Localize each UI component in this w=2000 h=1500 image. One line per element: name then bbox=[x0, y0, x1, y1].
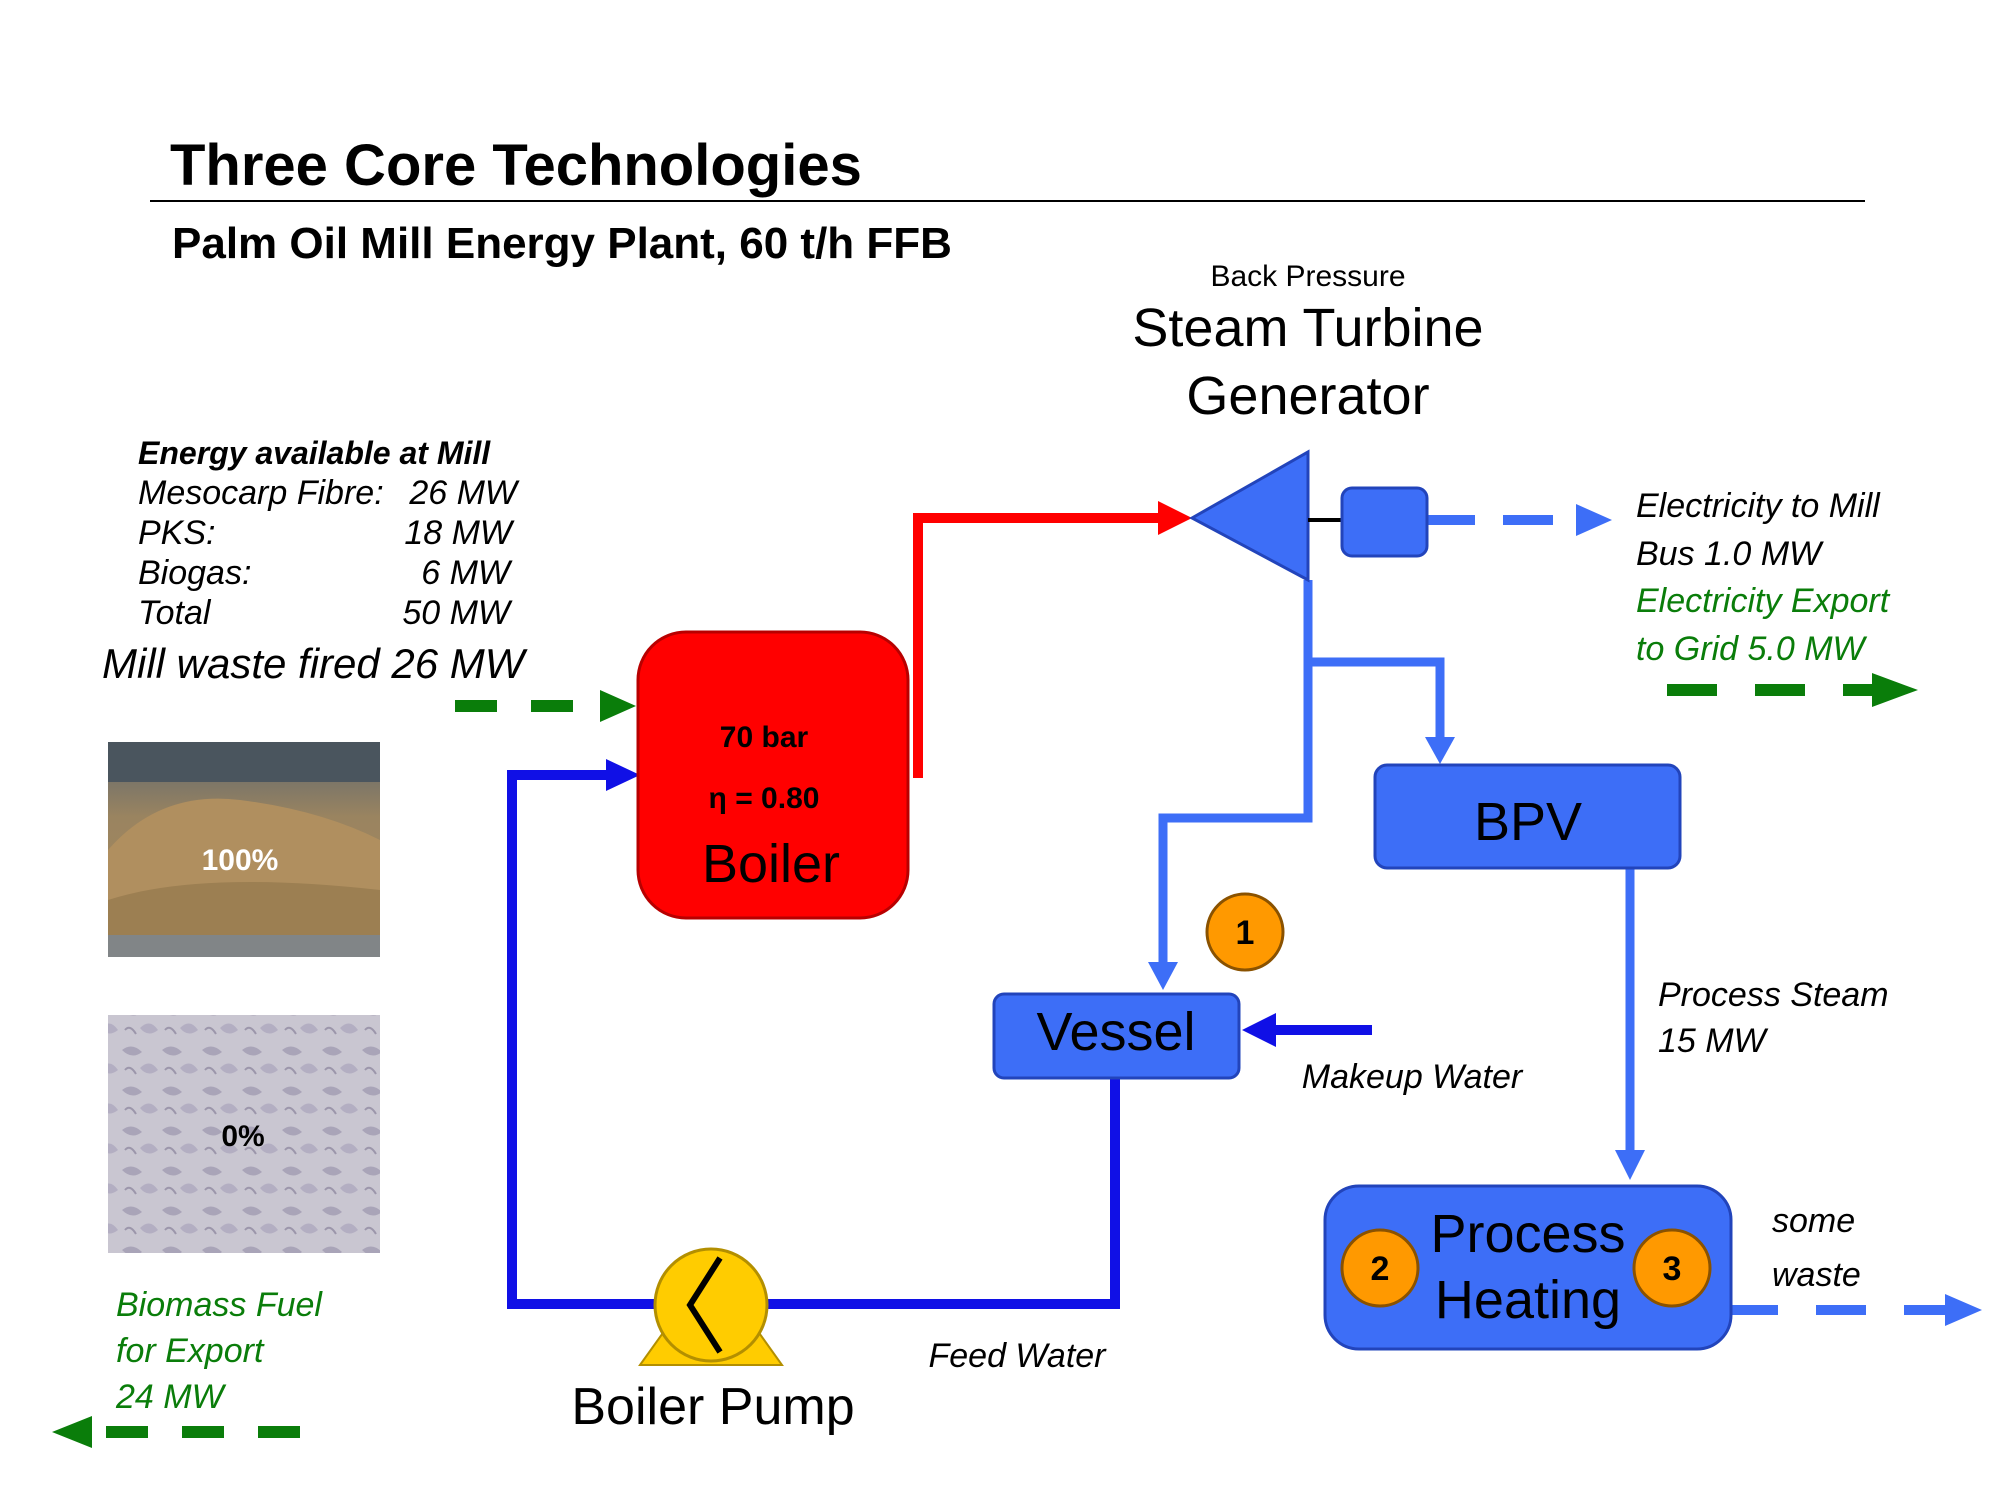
fibre-pile-photo: 100% bbox=[108, 742, 380, 957]
energy-row-label: Total bbox=[138, 594, 212, 632]
generator-box bbox=[1340, 486, 1429, 558]
page-title: Three Core Technologies bbox=[170, 133, 862, 198]
bpv-valve: BPV bbox=[1373, 763, 1682, 870]
process-steam-line2: 15 MW bbox=[1658, 1022, 1769, 1060]
badge-2: 2 bbox=[1340, 1228, 1420, 1308]
boiler-label: Boiler bbox=[702, 834, 840, 894]
badge-1-text: 1 bbox=[1236, 914, 1255, 952]
turbine-caption-line2: Generator bbox=[1186, 366, 1429, 426]
mill-waste-arrow bbox=[455, 690, 636, 722]
process-steam-line1: Process Steam bbox=[1658, 976, 1889, 1014]
page-subtitle: Palm Oil Mill Energy Plant, 60 t/h FFB bbox=[172, 219, 952, 268]
process-heating-unit: Process Heating bbox=[1323, 1184, 1733, 1351]
electricity-mill-line1: Electricity to Mill bbox=[1636, 487, 1881, 525]
energy-row-value: 18 MW bbox=[404, 514, 515, 552]
energy-table-heading: Energy available at Mill bbox=[138, 435, 491, 471]
pump-chevron-icon bbox=[686, 1256, 723, 1354]
biomass-export-line3: 24 MW bbox=[115, 1378, 227, 1416]
boiler-efficiency: η = 0.80 bbox=[709, 782, 820, 815]
steam-turbine bbox=[1188, 449, 1345, 583]
feed-water-loop bbox=[507, 759, 1120, 1309]
process-heating-line2: Heating bbox=[1435, 1270, 1621, 1330]
feed-water-label: Feed Water bbox=[928, 1337, 1107, 1375]
energy-available-table: Energy available at Mill Mesocarp Fibre:… bbox=[138, 435, 520, 632]
steam-distribution-lines bbox=[1148, 580, 1645, 1180]
mill-waste-label: Mill waste fired 26 MW bbox=[102, 640, 528, 687]
turbine-caption-small: Back Pressure bbox=[1210, 260, 1405, 293]
badge-1: 1 bbox=[1205, 892, 1285, 972]
biomass-export-arrow bbox=[52, 1416, 300, 1448]
makeup-water-arrow bbox=[1242, 1013, 1372, 1047]
vessel-tank: Vessel bbox=[992, 992, 1241, 1080]
electricity-export-line2: to Grid 5.0 MW bbox=[1636, 630, 1868, 668]
energy-row-label: Biogas: bbox=[138, 554, 251, 592]
electricity-export-line1: Electricity Export bbox=[1636, 582, 1891, 620]
waste-line1: some bbox=[1772, 1202, 1855, 1240]
electricity-export-arrow bbox=[1667, 673, 1918, 707]
photo-top-percent: 100% bbox=[202, 844, 279, 877]
vessel-label: Vessel bbox=[1036, 1002, 1195, 1062]
boiler-pressure: 70 bar bbox=[720, 721, 809, 754]
biomass-export-line1: Biomass Fuel bbox=[116, 1286, 323, 1324]
energy-row-label: PKS: bbox=[138, 514, 215, 552]
waste-arrow bbox=[1728, 1294, 1982, 1326]
waste-line2: waste bbox=[1772, 1256, 1861, 1294]
turbine-caption-line1: Steam Turbine bbox=[1132, 298, 1483, 358]
energy-row-value: 26 MW bbox=[408, 474, 520, 512]
electricity-mill-arrow bbox=[1425, 504, 1612, 536]
badge-2-text: 2 bbox=[1371, 1250, 1390, 1288]
empty-fruit-bunch-photo: 0% bbox=[108, 1015, 380, 1253]
makeup-water-label: Makeup Water bbox=[1302, 1058, 1524, 1096]
boiler-pump-label: Boiler Pump bbox=[571, 1378, 854, 1436]
main-steam-line bbox=[913, 501, 1192, 778]
process-heating-line1: Process bbox=[1430, 1204, 1625, 1264]
boiler-unit: 70 bar η = 0.80 Boiler bbox=[636, 630, 910, 920]
bpv-label: BPV bbox=[1474, 792, 1582, 852]
energy-row-value: 6 MW bbox=[421, 554, 513, 592]
electricity-mill-line2: Bus 1.0 MW bbox=[1636, 535, 1824, 573]
badge-3: 3 bbox=[1632, 1228, 1712, 1308]
energy-row-value: 50 MW bbox=[402, 594, 513, 632]
boiler-pump bbox=[638, 1247, 784, 1366]
biomass-export-line2: for Export bbox=[116, 1332, 265, 1370]
photo-bottom-percent: 0% bbox=[221, 1120, 264, 1153]
badge-3-text: 3 bbox=[1663, 1250, 1682, 1288]
energy-row-label: Mesocarp Fibre: bbox=[138, 474, 384, 512]
